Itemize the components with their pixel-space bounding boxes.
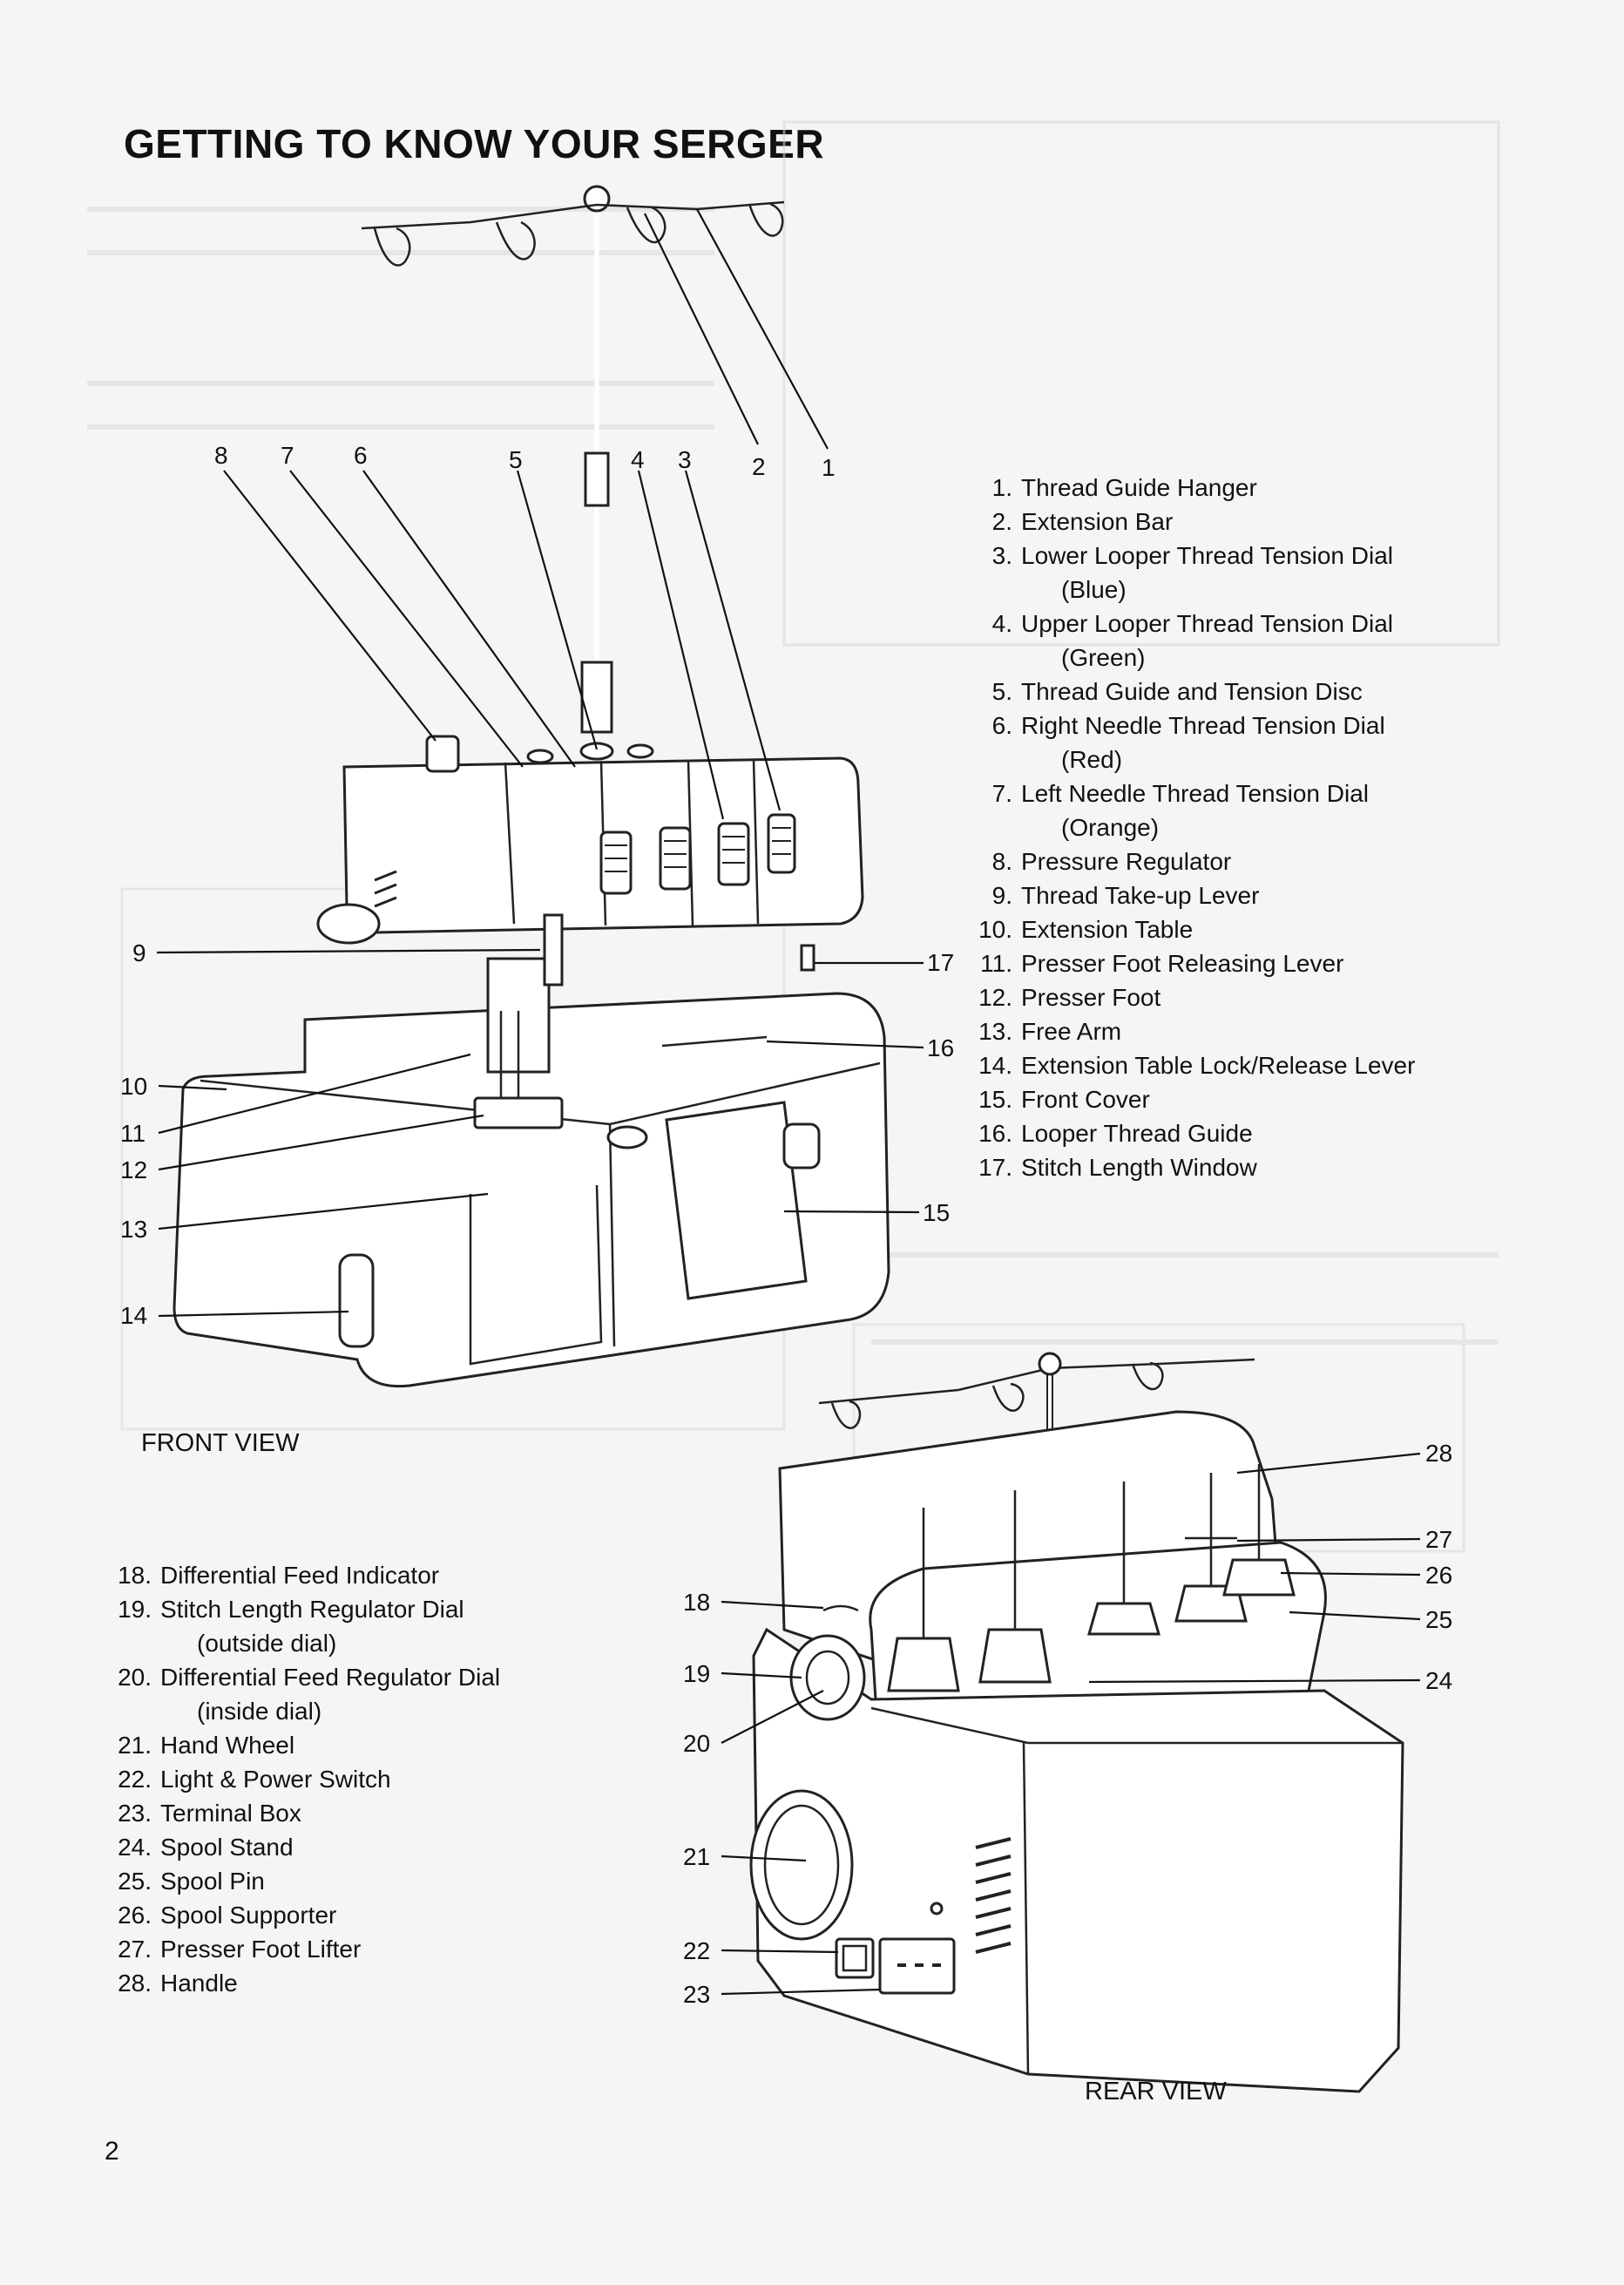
callout-1: 1 (822, 454, 836, 481)
callout-21: 21 (683, 1843, 710, 1870)
page-title: GETTING TO KNOW YOUR SERGER (124, 121, 825, 166)
part-item: 1.Thread Guide Hanger (991, 474, 1257, 501)
callout-15: 15 (923, 1199, 950, 1226)
part-item: 13.Free Arm (978, 1018, 1122, 1045)
part-item: 15.Front Cover (978, 1086, 1150, 1113)
part-item: 27.Presser Foot Lifter (118, 1936, 362, 1963)
callout-27: 27 (1425, 1526, 1452, 1553)
callout-23: 23 (683, 1981, 710, 2008)
part-item: 4.Upper Looper Thread Tension Dial(Green… (991, 610, 1394, 671)
callout-10: 10 (120, 1073, 147, 1100)
rear-view-drawing (749, 1352, 1404, 2093)
callout-22: 22 (683, 1937, 710, 1964)
callout-17: 17 (927, 949, 954, 976)
rear-parts-list: 18.Differential Feed Indicator 19.Stitch… (113, 1558, 500, 2000)
part-item: 21.Hand Wheel (118, 1732, 295, 1759)
part-item: 7.Left Needle Thread Tension Dial(Orange… (991, 780, 1369, 841)
front-view-drawing (173, 185, 890, 1388)
part-item: 3.Lower Looper Thread Tension Dial(Blue) (991, 542, 1394, 603)
part-item: 2.Extension Bar (991, 508, 1174, 535)
front-parts-list: 1.Thread Guide Hanger 2.Extension Bar 3.… (974, 471, 1415, 1184)
part-item: 6.Right Needle Thread Tension Dial(Red) (991, 712, 1385, 773)
part-item: 9.Thread Take-up Lever (991, 882, 1260, 909)
callout-28: 28 (1425, 1440, 1452, 1467)
part-item: 5.Thread Guide and Tension Disc (991, 678, 1363, 705)
part-item: 11.Presser Foot Releasing Lever (980, 950, 1344, 977)
part-item: 16.Looper Thread Guide (978, 1120, 1253, 1147)
callout-8: 8 (214, 442, 228, 469)
front-view-callouts: 8 7 6 5 4 3 2 1 9 17 16 10 11 12 13 15 1… (120, 442, 954, 1329)
callout-24: 24 (1425, 1667, 1452, 1694)
callout-12: 12 (120, 1156, 147, 1183)
callout-18: 18 (683, 1589, 710, 1616)
part-item: 10.Extension Table (978, 916, 1194, 943)
part-item: 12.Presser Foot (978, 984, 1161, 1011)
part-item: 8.Pressure Regulator (991, 848, 1232, 875)
part-item: 23.Terminal Box (118, 1800, 301, 1827)
rear-view-callouts: 28 27 26 25 24 18 19 20 21 22 23 (683, 1440, 1452, 2008)
part-item: 20.Differential Feed Regulator Dial(insi… (118, 1664, 501, 1725)
rear-view-leaders (721, 1452, 1421, 1996)
callout-5: 5 (509, 446, 523, 473)
rear-view-caption: REAR VIEW (1085, 2078, 1227, 2105)
callout-3: 3 (678, 446, 692, 473)
part-item: 24.Spool Stand (118, 1834, 294, 1861)
part-item: 28.Handle (118, 1970, 238, 1997)
callout-14: 14 (120, 1302, 147, 1329)
part-item: 22.Light & Power Switch (118, 1766, 391, 1793)
part-item: 25.Spool Pin (118, 1868, 265, 1895)
callout-11: 11 (120, 1120, 145, 1147)
callout-9: 9 (132, 939, 146, 966)
part-item: 14.Extension Table Lock/Release Lever (978, 1052, 1416, 1079)
callout-26: 26 (1425, 1562, 1452, 1589)
callout-13: 13 (120, 1216, 147, 1243)
front-view-leaders (156, 208, 924, 1318)
part-item: 18.Differential Feed Indicator (118, 1562, 440, 1589)
part-item: 26.Spool Supporter (118, 1902, 337, 1929)
callout-19: 19 (683, 1660, 710, 1687)
callout-7: 7 (281, 442, 294, 469)
page-number: 2 (105, 2137, 119, 2166)
front-view-caption: FRONT VIEW (141, 1429, 300, 1457)
callout-2: 2 (752, 453, 766, 480)
callout-4: 4 (631, 446, 645, 473)
callout-20: 20 (683, 1730, 710, 1757)
callout-6: 6 (354, 442, 368, 469)
callout-25: 25 (1425, 1606, 1452, 1633)
part-item: 19.Stitch Length Regulator Dial(outside … (118, 1596, 464, 1657)
part-item: 17.Stitch Length Window (978, 1154, 1257, 1181)
callout-16: 16 (927, 1034, 954, 1061)
